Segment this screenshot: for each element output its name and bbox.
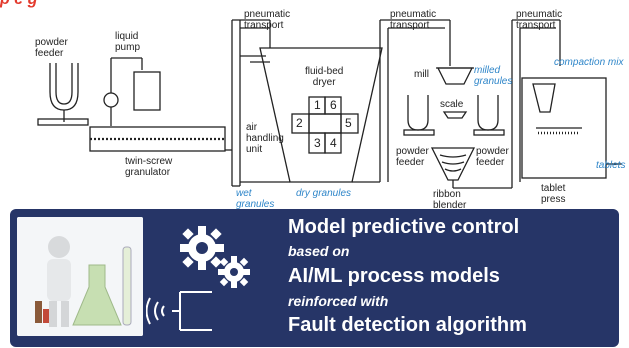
scale [442, 111, 468, 119]
dryer-chamber-grid [291, 96, 359, 154]
label-mill: mill [414, 69, 429, 80]
label-powder-feeder: powder feeder [35, 37, 68, 59]
grid-cell-2: 2 [296, 116, 303, 130]
diagram-title-fragment: p e g [0, 0, 37, 9]
label-tablets: tablets [596, 160, 626, 171]
label-air-handling-unit: air handling unit [246, 122, 284, 155]
label-compaction-mix: compaction mix [554, 57, 624, 68]
grid-cell-1: 1 [314, 98, 321, 112]
label-pneumatic-transport-3: pneumatic transport [516, 9, 563, 31]
powder-feeder-left [407, 95, 429, 131]
label-fluid-bed-dryer: fluid-bed dryer [305, 66, 344, 88]
label-ribbon-blender: ribbon blender [433, 189, 467, 211]
panel-line-based-on: based on [288, 243, 350, 259]
label-dry-granules: dry granules [296, 188, 352, 199]
ribbon-blender [430, 147, 476, 181]
label-wet-granules: wet granules [236, 188, 275, 210]
panel-line-fault-detection: Fault detection algorithm [288, 314, 527, 336]
label-scale: scale [440, 99, 464, 110]
liquid-tank [133, 71, 161, 111]
powder-feeder-right [477, 95, 499, 131]
label-pneumatic-transport-2: pneumatic transport [390, 9, 437, 31]
process-flow-diagram [37, 19, 622, 189]
mill [436, 67, 474, 85]
signal-connector-icon [146, 291, 212, 331]
tablet-press [521, 77, 607, 179]
scientist-illustration [17, 217, 143, 336]
grid-cell-4: 4 [330, 136, 337, 150]
panel-line-reinforced-with: reinforced with [288, 293, 389, 309]
label-twin-screw-granulator: twin-screw granulator [125, 156, 173, 178]
panel-line-model-predictive-control: Model predictive control [288, 216, 520, 238]
grid-cell-5: 5 [345, 116, 352, 130]
label-milled-granules: milled granules [474, 65, 513, 87]
label-pneumatic-transport-1: pneumatic transport [244, 9, 291, 31]
label-liquid-pump: liquid pump [115, 31, 141, 53]
label-powder-feeder-right: powder feeder [476, 146, 509, 168]
panel-line-ai-ml-models: AI/ML process models [288, 265, 500, 287]
liquid-pump [103, 92, 119, 108]
label-tablet-press: tablet press [541, 183, 566, 205]
grid-cell-6: 6 [330, 98, 337, 112]
gear-icon [180, 226, 250, 288]
grid-cell-3: 3 [314, 136, 321, 150]
powder-feeder-hopper [49, 63, 79, 111]
label-powder-feeder-left: powder feeder [396, 146, 429, 168]
